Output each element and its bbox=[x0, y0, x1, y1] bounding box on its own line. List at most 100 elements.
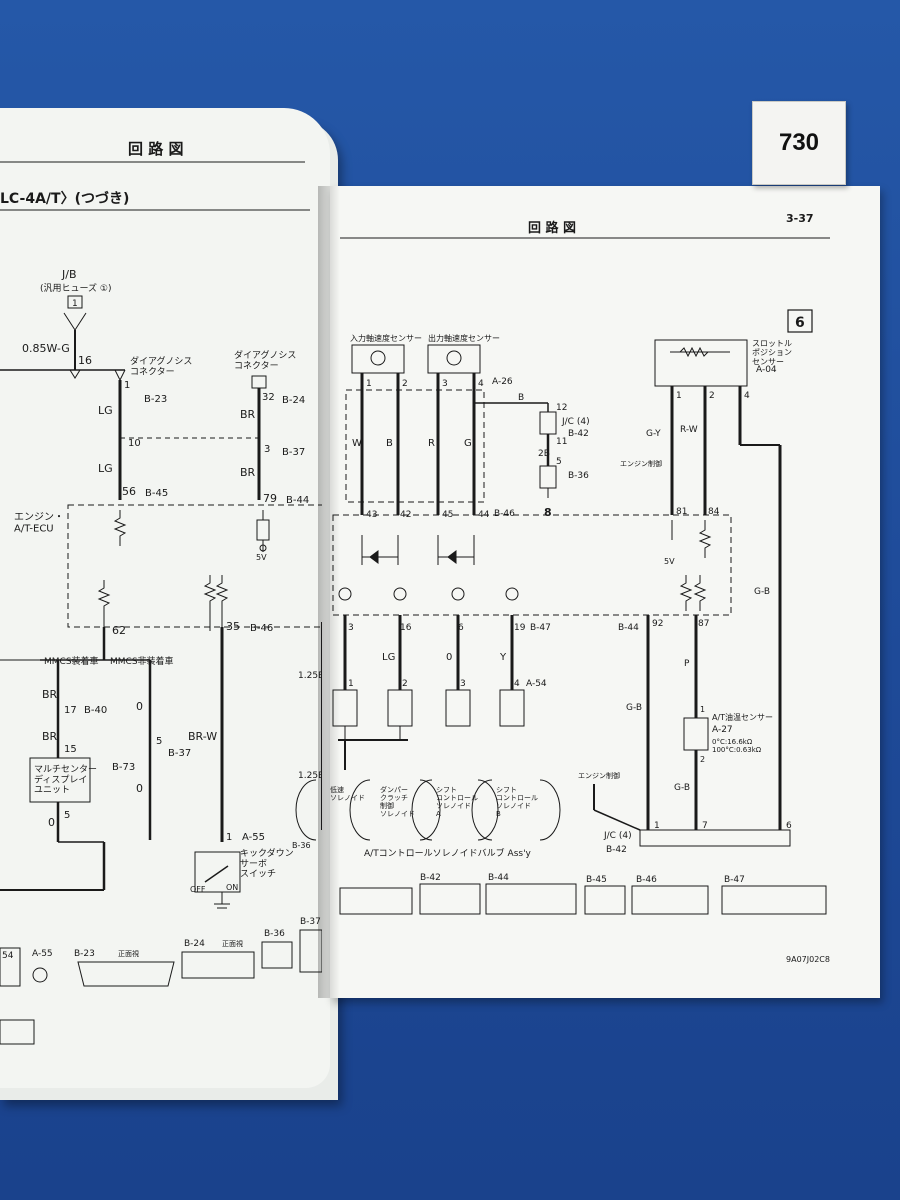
wire-color-label: P bbox=[684, 659, 690, 669]
wire-color-label: BR bbox=[240, 408, 256, 421]
solenoid-label: ダンパークラッチ制御ソレノイド bbox=[380, 785, 415, 818]
wire-color-label: B bbox=[518, 393, 524, 403]
connector-id: B-42 bbox=[606, 845, 627, 855]
wire-color-label: BR bbox=[42, 688, 58, 701]
wire-color-label: G bbox=[464, 438, 472, 449]
wire-label: 2B bbox=[538, 449, 550, 459]
wire-color-label: BR bbox=[240, 466, 256, 479]
wire-color-label: 0 bbox=[446, 652, 452, 663]
connector-id: B-24 bbox=[282, 395, 305, 406]
pin-label: 15 bbox=[64, 744, 77, 755]
input-speed-sensor-label: 入力軸速度センサー bbox=[350, 333, 422, 343]
pin-label: 5 bbox=[64, 810, 70, 821]
wire-color-label: Y bbox=[499, 652, 507, 663]
bottom-connector-id: B-37 bbox=[300, 917, 321, 927]
ecu-pin: 92 bbox=[652, 619, 663, 629]
bottom-connector-id: B-24 bbox=[184, 939, 205, 949]
wire-color-label: G-B bbox=[754, 587, 770, 597]
pin-label: 12 bbox=[556, 403, 567, 413]
pin-label: 56 bbox=[122, 485, 136, 498]
ecu-pin: 3 bbox=[348, 623, 354, 633]
voltage-label: 5V bbox=[664, 557, 675, 566]
wire-label-main: 0.85W-G bbox=[22, 342, 70, 355]
pin-label: 35 bbox=[226, 620, 240, 633]
diag-connector-1-label: ダイアグノシスコネクター bbox=[130, 355, 192, 377]
pin-label: 5 bbox=[556, 457, 562, 467]
left-header-title: 回 路 図 bbox=[128, 140, 183, 158]
switch-on-label: ON bbox=[226, 883, 238, 892]
wire-color-label: W bbox=[352, 438, 362, 449]
tps-pin: 4 bbox=[744, 391, 750, 401]
pin-label: 1 bbox=[226, 832, 232, 843]
engine-control-label: エンジン制御 bbox=[578, 771, 620, 780]
ecu-pin: 81 bbox=[676, 507, 687, 517]
lot-number-tag: 730 bbox=[752, 101, 846, 185]
bottom-connector-id: B-44 bbox=[488, 873, 509, 883]
connector-id: B-44 bbox=[286, 495, 309, 506]
connector-id: B-42 bbox=[568, 429, 589, 439]
ecu-pin: 87 bbox=[698, 619, 709, 629]
tps-pin: 2 bbox=[709, 391, 715, 401]
connector-id: A-55 bbox=[242, 832, 265, 843]
pin-label: 16 bbox=[78, 354, 92, 367]
connector-id: A-27 bbox=[712, 725, 733, 735]
bottom-connector-id: B-23 bbox=[74, 949, 95, 959]
junction-connector-label: J/C (4) bbox=[603, 831, 632, 841]
wire-color-label: BR-W bbox=[188, 730, 217, 743]
wire-label: 1.25B bbox=[298, 671, 324, 681]
ecu-pin: 44 bbox=[478, 510, 490, 520]
left-page bbox=[0, 108, 330, 1088]
wire-color-label: G-B bbox=[674, 783, 690, 793]
wire-color-label: 0 bbox=[136, 700, 143, 713]
diag-connector-2-label: ダイアグノシスコネクター bbox=[234, 349, 296, 371]
solenoid-pin: 1 bbox=[348, 679, 354, 689]
front-view-label: 正面視 bbox=[118, 949, 139, 958]
connector-id: B-23 bbox=[144, 394, 167, 405]
pin-label: 1 bbox=[124, 380, 130, 391]
ecu-pin: 45 bbox=[442, 510, 453, 520]
solenoid-pin: 2 bbox=[402, 679, 408, 689]
connector-id: B-45 bbox=[145, 488, 168, 499]
tps-pin: 1 bbox=[676, 391, 682, 401]
wire-label: 1.25B bbox=[298, 771, 324, 781]
ground-point-id: 8 bbox=[544, 506, 552, 519]
kickdown-switch-label: キックダウンサーボスイッチ bbox=[240, 847, 294, 880]
wire-color-label: BR bbox=[42, 730, 58, 743]
right-header-title: 回 路 図 bbox=[528, 220, 576, 236]
connector-id: B-46 bbox=[250, 623, 273, 634]
ecu-pin: 42 bbox=[400, 510, 411, 520]
bottom-connector-id: B-42 bbox=[420, 873, 441, 883]
page-number: 3-37 bbox=[786, 212, 814, 225]
fuse-number: 1 bbox=[72, 299, 78, 309]
wire-color-label: LG bbox=[98, 462, 113, 475]
wire-color-label: B bbox=[386, 438, 393, 449]
connector-id: B-36 bbox=[568, 471, 589, 481]
wire-color-label: LG bbox=[98, 404, 113, 417]
solenoid-assy-label: A/Tコントロールソレノイドバルブ Ass'y bbox=[364, 847, 532, 859]
pin-label: 79 bbox=[263, 492, 277, 505]
at-temp-sensor-label: A/T油温センサー bbox=[712, 712, 773, 722]
mmcs-equipped-label: MMCS装着車 bbox=[44, 655, 99, 667]
book-gutter bbox=[318, 186, 340, 998]
sensor-pin: 1 bbox=[366, 379, 372, 389]
front-view-label: 正面視 bbox=[222, 939, 243, 948]
wire-color-label: G-B bbox=[626, 703, 642, 713]
bottom-connector-id: B-47 bbox=[724, 875, 745, 885]
pin-label: 10 bbox=[128, 438, 141, 449]
ecu-label: エンジン・A/T-ECU bbox=[14, 512, 64, 535]
solenoid-pin: 3 bbox=[460, 679, 466, 689]
solenoid-pin: 4 bbox=[514, 679, 520, 689]
temp-sensor-pin: 2 bbox=[700, 755, 705, 764]
jb-label: J/B bbox=[61, 268, 77, 281]
temp-sensor-pin: 1 bbox=[700, 705, 705, 714]
connector-id: B-73 bbox=[112, 762, 135, 773]
wire-color-label: 0 bbox=[136, 782, 143, 795]
connector-id: B-37 bbox=[282, 447, 305, 458]
wire-color-label: LG bbox=[382, 652, 395, 663]
bottom-connector-id: A-55 bbox=[32, 949, 53, 959]
bottom-connector-id: B-36 bbox=[264, 929, 285, 939]
ecu-pin: 43 bbox=[366, 510, 377, 520]
